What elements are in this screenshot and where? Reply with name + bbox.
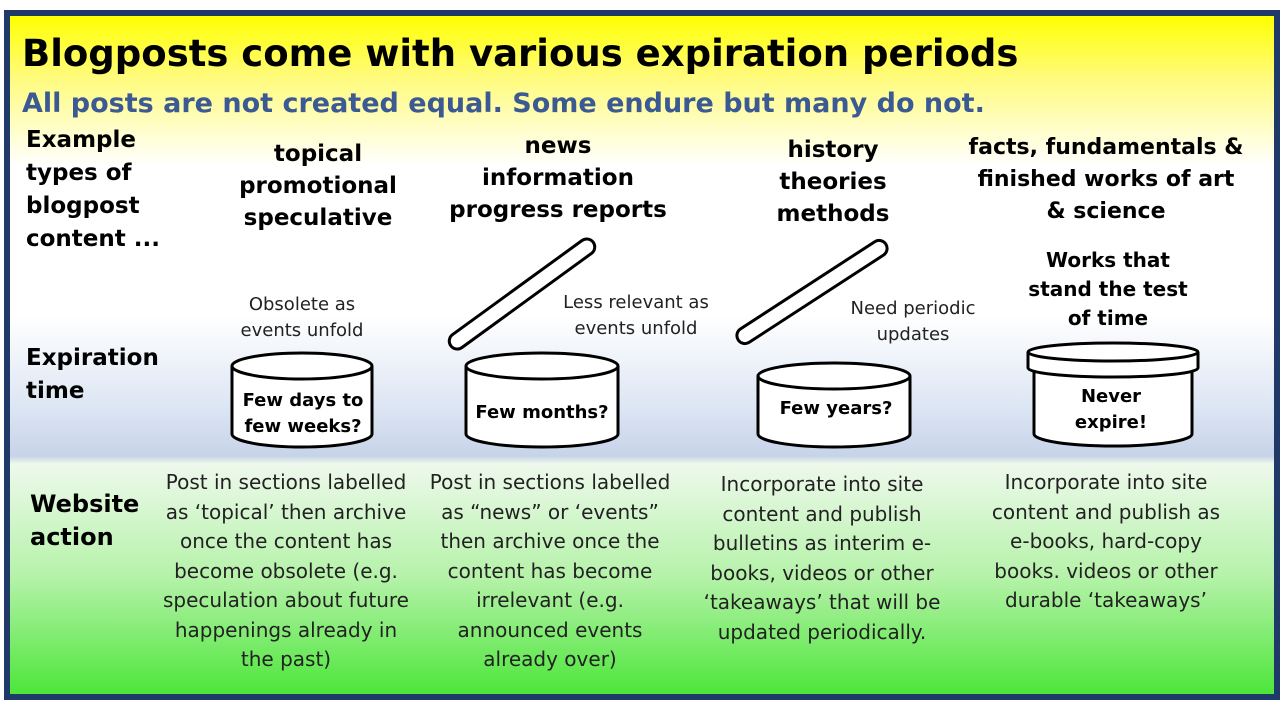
action-news: Post in sections labelled as “news” or ‘… [429,470,671,671]
container-lid-open-2 [447,237,620,449]
row-label-expiration: Expiration time [26,345,159,404]
containers-illustration [230,237,1200,449]
container-lid-open-3 [735,238,912,449]
expiry-never: Never expire! [1074,386,1148,433]
action-history: Incorporate into site content and publis… [703,472,941,644]
category-topical: topical promotional speculative [239,141,397,231]
note-less-relevant: Less relevant as events unfold [563,292,709,339]
expiry-few-years: Few years? [779,398,893,419]
action-facts: Incorporate into site content and publis… [991,470,1221,612]
note-periodic-updates: Need periodic updates [850,298,976,345]
note-stand-test-of-time: Works that stand the test of time [1028,248,1188,330]
diagram-title: Blogposts come with various expiration p… [22,32,1019,75]
container-closed-4 [1026,341,1200,448]
container-open-1 [230,351,374,449]
diagram-frame: Blogposts come with various expiration p… [4,10,1280,700]
category-history: history theories methods [776,137,890,227]
diagram-subtitle: All posts are not created equal. Some en… [22,88,985,119]
note-obsolete: Obsolete as events unfold [240,294,364,341]
row-label-action: Website action [30,490,140,551]
category-facts: facts, fundamentals & finished works of … [968,135,1244,224]
expiry-few-days: Few days to few weeks? [242,390,364,437]
row-label-types: Example types of blogpost content ... [26,127,160,252]
action-topical: Post in sections labelled as ‘topical’ t… [163,470,409,671]
category-news: news information progress reports [449,133,667,223]
expiry-few-months: Few months? [475,402,609,423]
